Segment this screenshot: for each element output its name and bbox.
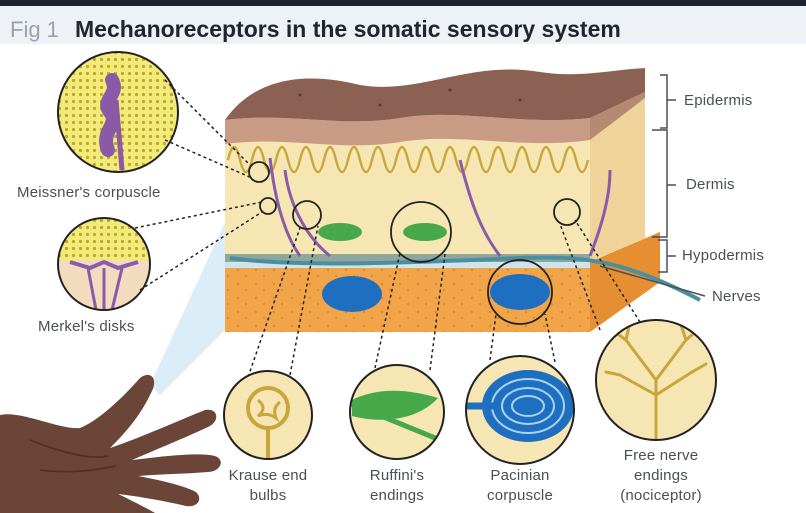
pacinian-in-block-2 (490, 274, 550, 310)
label-dermis: Dermis (686, 176, 735, 193)
label-free-nerve: Free nerve endings (nociceptor) (596, 446, 726, 506)
label-ruffini: Ruffini's endings (337, 466, 457, 506)
hand-illustration (0, 375, 221, 513)
label-hypodermis: Hypodermis (682, 247, 764, 264)
projection-beam (150, 222, 225, 395)
ruffini-in-block-1 (318, 223, 362, 241)
epidermis-block (225, 68, 645, 145)
label-nerves: Nerves (712, 288, 761, 305)
ruffini-in-block-2 (403, 223, 447, 241)
label-pacinian: Pacinian corpuscle (460, 466, 580, 506)
label-merkel: Merkel's disks (38, 318, 135, 335)
label-krause: Krause end bulbs (203, 466, 333, 506)
label-meissner: Meissner's corpuscle (17, 184, 161, 201)
label-epidermis: Epidermis (684, 92, 753, 109)
pacinian-in-block-1 (322, 276, 382, 312)
